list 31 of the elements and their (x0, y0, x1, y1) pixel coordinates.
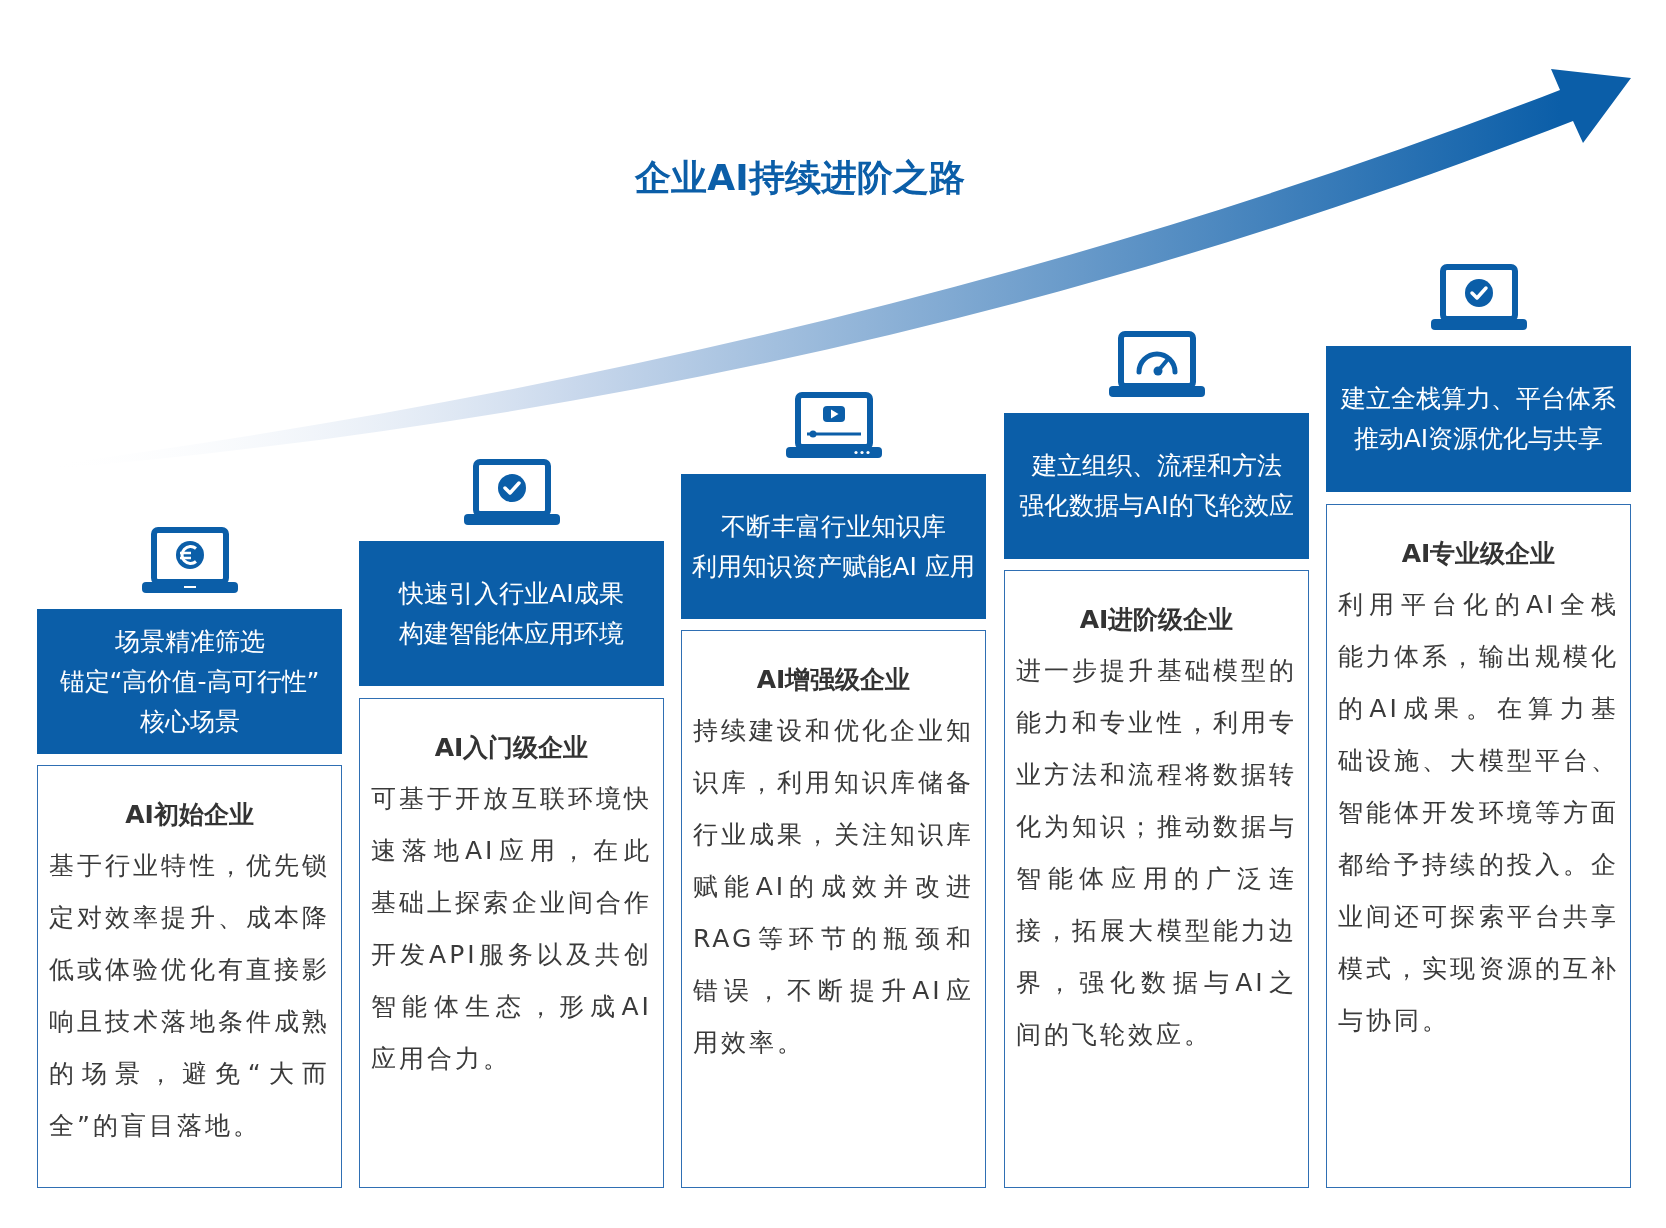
banner-text: 场景精准筛选 (114, 625, 265, 658)
stage-card (1004, 570, 1309, 1188)
card-heading: AI初始企业 (124, 799, 255, 831)
card-heading: AI增强级企业 (755, 664, 912, 696)
stage-banner (1326, 346, 1631, 492)
banner-text: 不断丰富行业知识库 (721, 510, 946, 543)
card-text: 利用平台化的AI全栈能力体系，输出规模化的AI成果。在算力基础设施、大模型平台、智能体开发环境等方面都给予持续的投入。企业间还可探索平台共享模式，实现资源的互补与协同。 (1338, 589, 1619, 1037)
banner-text: 建立组织、流程和方法 (1031, 450, 1282, 482)
stage-card (359, 698, 664, 1188)
banner-text: 快速引入行业AI成果 (399, 577, 624, 610)
banner-text: 建立全栈算力、平台体系 (1341, 383, 1616, 415)
card-text: 进一步提升基础模型的能力和专业性，利用专业方法和流程将数据转化为知识；推动数据与智能体应用的广泛连接，拓展大模型能力边界，强化数据与AI之间的飞轮效应。 (1016, 655, 1297, 1051)
card-text: 基于行业特性，优先锁定对效率提升、成本降低或体验优化有直接影响且技术落地条件成熟的场景，避免“大而全”的盲目落地。 (49, 850, 330, 1142)
banner-text: 锚定“高价值-高可行性”核心场景 (58, 665, 321, 738)
stage-banner (37, 609, 342, 754)
card-heading: AI专业级企业 (1400, 538, 1557, 570)
card-heading: AI入门级企业 (433, 732, 590, 764)
stage-card (681, 630, 986, 1188)
diagram-title: 企业AI持续进阶之路 (634, 156, 966, 200)
banner-text: 构建智能体应用环境 (399, 617, 624, 650)
banner-text: 强化数据与AI的飞轮效应 (1019, 490, 1294, 522)
card-text: 可基于开放互联环境快速落地AI应用，在此基础上探索企业间合作开发API服务以及共创智能体生态，形成AI应用合力。 (371, 783, 652, 1075)
banner-text: 利用知识资产赋能AI 应用 (692, 550, 975, 583)
card-text: 持续建设和优化企业知识库，利用知识库储备行业成果，关注知识库赋能AI的成效并改进RAG等环节的瓶颈和错误，不断提升AI应用效率。 (693, 715, 974, 1059)
banner-text: 推动AI资源优化与共享 (1353, 423, 1604, 455)
stage-banner (359, 541, 664, 686)
card-heading: AI进阶级企业 (1078, 604, 1235, 636)
stage-banner (1004, 413, 1309, 559)
stage-card (37, 765, 342, 1188)
stage-card (1326, 504, 1631, 1188)
stage-banner (681, 474, 986, 619)
